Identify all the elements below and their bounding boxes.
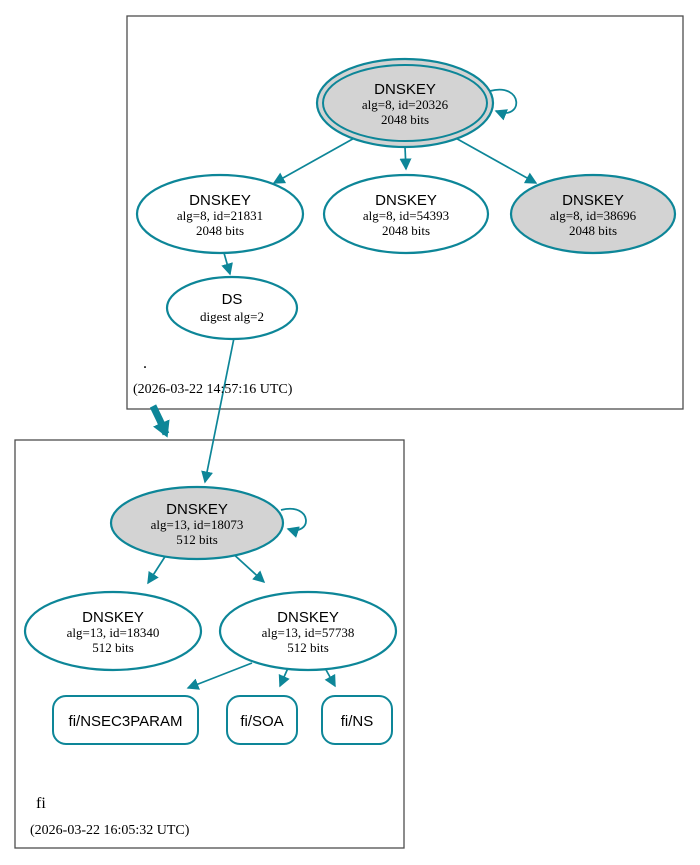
node-dnskey-38696[interactable]: DNSKEY alg=8, id=38696 2048 bits — [509, 173, 677, 255]
edge-rootksk-selfloop — [489, 88, 518, 121]
node-ellipse — [109, 485, 285, 561]
node-title: DNSKEY — [82, 609, 144, 626]
node-detail: alg=13, id=18340 — [67, 625, 160, 640]
node-detail: alg=8, id=38696 — [550, 208, 637, 223]
rrset-label: fi/SOA — [240, 713, 283, 730]
node-title: DS — [222, 291, 243, 308]
node-detail: alg=8, id=21831 — [177, 208, 263, 223]
node-title: DNSKEY — [189, 192, 251, 209]
edge-rootksk-to-54393 — [399, 146, 412, 171]
rrset-rect — [321, 695, 393, 745]
node-ellipse — [218, 590, 398, 672]
edge-57738-to-ns — [324, 667, 336, 688]
edge-fiksk-selfloop — [280, 507, 307, 538]
node-dnskey-21831[interactable]: DNSKEY alg=8, id=21831 2048 bits — [135, 173, 305, 255]
node-bits: 2048 bits — [381, 112, 429, 127]
edge-rootksk-to-38696 — [451, 135, 538, 184]
node-bits: 512 bits — [176, 532, 218, 547]
node-bits: 2048 bits — [196, 223, 244, 238]
node-dnskey-18340[interactable]: DNSKEY alg=13, id=18340 512 bits — [23, 590, 203, 672]
node-title: DNSKEY — [166, 501, 228, 518]
edge-57738-to-nsec3param — [186, 662, 253, 690]
node-title: DNSKEY — [277, 609, 339, 626]
edge-rootksk-to-21831 — [272, 135, 359, 184]
node-title: DNSKEY — [375, 192, 437, 209]
node-title: DNSKEY — [374, 81, 436, 98]
node-detail: alg=13, id=18073 — [151, 517, 244, 532]
zone-timestamp-fi: (2026-03-22 16:05:32 UTC) — [30, 823, 190, 838]
rrset-label: fi/NSEC3PARAM — [69, 713, 183, 730]
node-bits: 2048 bits — [569, 223, 617, 238]
node-ellipse — [165, 275, 299, 341]
node-title: DNSKEY — [562, 192, 624, 209]
node-detail: digest alg=2 — [200, 309, 264, 324]
node-ellipse — [23, 590, 203, 672]
node-ellipse — [135, 173, 305, 255]
node-dnskey-54393[interactable]: DNSKEY alg=8, id=54393 2048 bits — [322, 173, 490, 255]
rrset-rect — [226, 695, 298, 745]
node-dnskey-18073-ksk[interactable]: DNSKEY alg=13, id=18073 512 bits — [109, 485, 285, 561]
node-dnskey-57738[interactable]: DNSKEY alg=13, id=57738 512 bits — [218, 590, 398, 672]
ksk-inner-ellipse — [322, 64, 488, 142]
node-dnskey-20326-ksk[interactable]: DNSKEY alg=8, id=20326 2048 bits — [315, 57, 495, 149]
node-bits: 512 bits — [287, 640, 329, 655]
node-detail: alg=13, id=57738 — [262, 625, 355, 640]
node-rrset-nsec3param[interactable]: fi/NSEC3PARAM — [52, 695, 199, 745]
edge-21831-to-ds — [221, 252, 233, 276]
edge-ds-to-fi-ksk — [201, 337, 235, 484]
node-ellipse — [322, 173, 490, 255]
zone-timestamp-root: (2026-03-22 14:57:16 UTC) — [133, 382, 293, 397]
zone-delegation-arrow — [149, 404, 170, 438]
node-detail: alg=8, id=54393 — [363, 208, 449, 223]
zone-label-root: . — [143, 355, 147, 372]
node-ellipse — [509, 173, 677, 255]
rrset-label: fi/NS — [341, 713, 374, 730]
ksk-outer-ellipse — [315, 57, 495, 149]
node-rrset-soa[interactable]: fi/SOA — [226, 695, 298, 745]
edge-57738-to-soa — [278, 667, 290, 688]
node-ds[interactable]: DS digest alg=2 — [165, 275, 299, 341]
node-bits: 512 bits — [92, 640, 134, 655]
node-bits: 2048 bits — [382, 223, 430, 238]
node-detail: alg=8, id=20326 — [362, 97, 449, 112]
node-rrset-ns[interactable]: fi/NS — [321, 695, 393, 745]
rrset-rect — [52, 695, 199, 745]
zone-label-fi: fi — [36, 795, 46, 812]
